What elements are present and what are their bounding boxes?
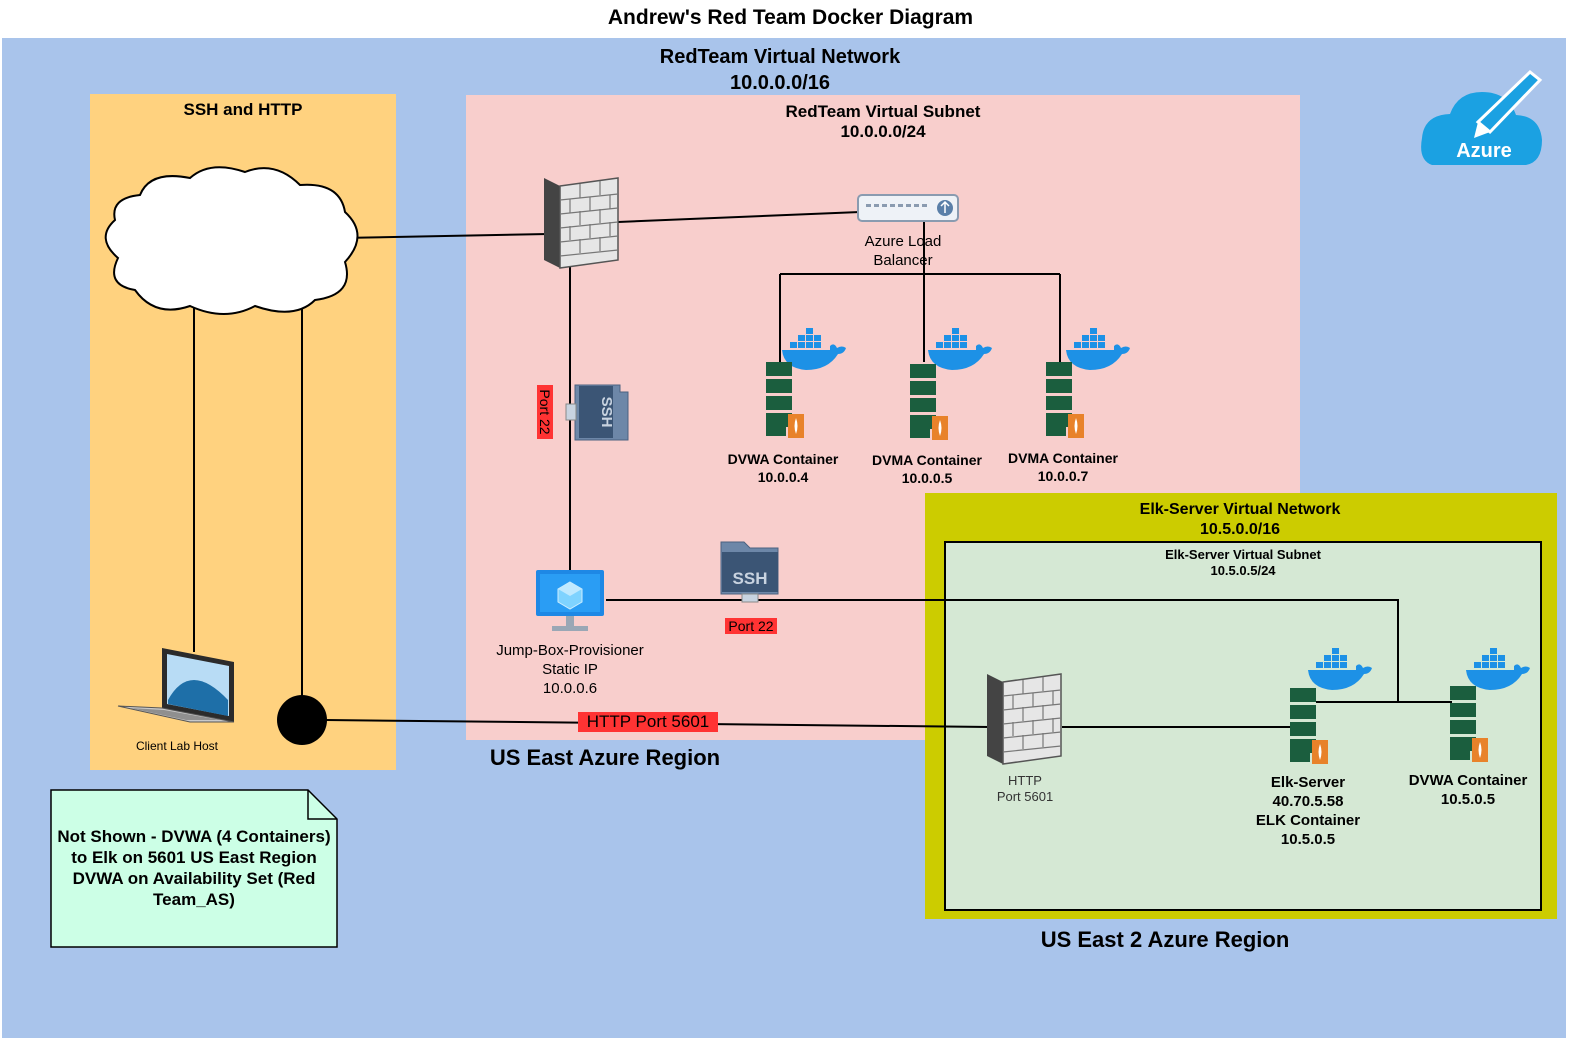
docker-icon	[1308, 648, 1372, 690]
http-port-label: HTTP Port 5601	[578, 712, 718, 732]
ssh-vertical-icon-label: SSH	[598, 396, 615, 428]
container-2-name: DVMA Container	[872, 452, 982, 468]
elk-subnet-cidr: 10.5.0.5/24	[1210, 563, 1276, 578]
ssh-folder-icon	[565, 384, 629, 441]
elk-dvwa-label: DVWA Container 10.5.0.5	[1398, 771, 1538, 809]
elk-server-label-line4: 10.5.0.5	[1280, 831, 1336, 848]
container-3-name: DVMA Container	[1008, 450, 1118, 466]
port22-vertical-tag: Port 22	[535, 385, 553, 439]
elk-dvwa-label-line2: 10.5.0.5	[1440, 791, 1496, 808]
jumpbox-to-elk-line	[606, 599, 1399, 702]
elk-server-label-line3: ELK Container	[1255, 812, 1361, 829]
jumpbox-label-line2: Static IP	[542, 661, 598, 678]
firewall-icon	[543, 177, 619, 269]
docker-icon	[928, 328, 992, 370]
elk-firewall-label-line1: HTTP	[1008, 773, 1042, 788]
firewall-to-lb-line	[617, 211, 861, 223]
load-balancer-icon	[857, 194, 959, 222]
diagram-title: Andrew's Red Team Docker Diagram	[607, 6, 974, 29]
elk-vnet-label: Elk-Server Virtual Network 10.5.0.0/16	[1040, 500, 1440, 540]
server-icon	[766, 362, 804, 438]
vnet-name: RedTeam Virtual Network	[659, 46, 901, 68]
us-east2-region-label: US East 2 Azure Region	[1040, 927, 1290, 952]
elk-firewall-icon	[986, 673, 1062, 765]
server-icon	[1046, 362, 1084, 438]
internet-cloud-icon	[104, 166, 359, 315]
subnet-cidr: 10.0.0.0/24	[840, 122, 926, 141]
server-icon	[1290, 688, 1328, 764]
load-balancer-label-line1: Azure Load	[864, 233, 942, 250]
load-balancer-label: Azure Load Balancer	[840, 232, 966, 270]
server-icon	[1450, 686, 1488, 762]
container-2-ip: 10.0.0.5	[901, 470, 953, 486]
ssh-horizontal-icon-label: SSH	[732, 569, 768, 588]
elk-dvwa-label-line1: DVWA Container	[1408, 772, 1528, 789]
jumpbox-label: Jump-Box-Provisioner Static IP 10.0.0.6	[480, 641, 660, 698]
note-shape	[50, 789, 338, 948]
jumpbox-vm-icon	[536, 570, 604, 631]
port22-horizontal-label: Port 22	[725, 618, 777, 634]
azure-logo-label: Azure	[1456, 140, 1512, 162]
elk-vnet-name: Elk-Server Virtual Network	[1139, 501, 1341, 518]
elk-subnet-label: Elk-Server Virtual Subnet 10.5.0.5/24	[1090, 547, 1396, 579]
elk-server-label: Elk-Server 40.70.5.58 ELK Container 10.5…	[1238, 773, 1378, 849]
client-host-label: Client Lab Host	[135, 739, 219, 753]
vnet-cidr: 10.0.0.0/16	[729, 72, 831, 94]
elk-subnet-name: Elk-Server Virtual Subnet	[1165, 547, 1321, 562]
docker-icon	[1066, 328, 1130, 370]
load-balancer-label-line2: Balancer	[873, 252, 933, 269]
ssh-folder-icon	[720, 541, 779, 603]
redteam-vnet-label: RedTeam Virtual Network 10.0.0.0/16	[560, 44, 1000, 96]
elk-server-label-line1: Elk-Server	[1270, 774, 1346, 791]
container-2-label: DVMA Container 10.0.0.5	[862, 451, 992, 487]
container-1-label: DVWA Container 10.0.0.4	[718, 450, 848, 486]
cloud-to-firewall-line	[340, 233, 549, 239]
container-1-ip: 10.0.0.4	[757, 469, 809, 485]
docker-icon	[1466, 648, 1530, 690]
container-1-name: DVWA Container	[727, 451, 839, 467]
elk-vnet-cidr: 10.5.0.0/16	[1199, 521, 1281, 538]
server-icon	[910, 364, 948, 440]
note-text: Not Shown - DVWA (4 Containers) to Elk o…	[57, 827, 331, 909]
elk-firewall-label-line2: Port 5601	[996, 789, 1054, 804]
jumpbox-label-line3: 10.0.0.6	[542, 680, 598, 697]
port22-vertical-label: Port 22	[537, 385, 553, 439]
elk-firewall-label: HTTP Port 5601	[980, 773, 1070, 805]
ssh-http-zone-label: SSH and HTTP	[183, 100, 303, 119]
azure-cloud-pencil-icon	[1421, 70, 1543, 165]
container-3-label: DVMA Container 10.0.0.7	[998, 449, 1128, 485]
junction-node	[277, 695, 327, 745]
us-east-region-label: US East Azure Region	[489, 745, 721, 770]
jumpbox-label-line1: Jump-Box-Provisioner	[496, 642, 644, 659]
elk-server-label-line2: 40.70.5.58	[1272, 793, 1344, 810]
laptop-icon	[117, 648, 235, 723]
redteam-subnet-label: RedTeam Virtual Subnet 10.0.0.0/24	[700, 102, 1066, 142]
subnet-name: RedTeam Virtual Subnet	[785, 102, 981, 121]
container-3-ip: 10.0.0.7	[1037, 468, 1089, 484]
